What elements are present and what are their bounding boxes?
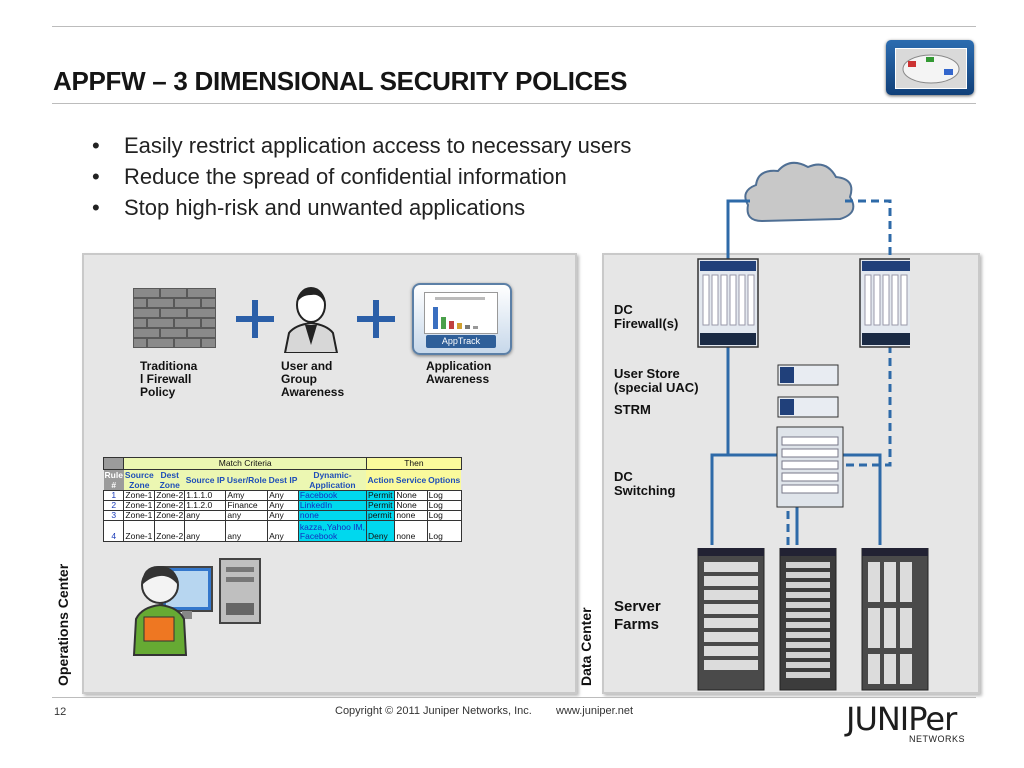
app-caption: Application Awareness: [426, 359, 492, 386]
bullet-item: •Stop high-risk and unwanted application…: [92, 195, 526, 220]
table-cell: any: [184, 510, 227, 521]
table-cell: Zone-1: [123, 490, 156, 501]
column-header: Service: [394, 469, 428, 491]
server-farms-label: Server Farms: [614, 598, 661, 633]
column-header: Source IP: [184, 469, 226, 491]
column-header: Options: [427, 469, 462, 491]
table-cell: Any: [267, 510, 299, 521]
user-icon: [283, 287, 339, 353]
strm-label: STRM: [614, 402, 651, 417]
table-cell: 4: [102, 520, 125, 542]
column-header: Source Zone: [123, 469, 155, 491]
table-cell: Permit: [365, 490, 396, 501]
operations-center-label: Operations Center: [55, 563, 71, 686]
dc-switching-label: DC Switching: [614, 469, 676, 498]
slide-title: APPFW – 3 DIMENSIONAL SECURITY POLICES: [53, 66, 628, 96]
table-cell: 1.1.2.0: [184, 500, 227, 511]
firewall-caption: Traditiona l Firewall Policy: [140, 359, 198, 399]
logo-networks: NETWORKS: [909, 734, 966, 744]
table-cell: kazza,,Yahoo IM, Facebook: [297, 520, 367, 542]
column-header: Dynamic- Application: [298, 469, 367, 491]
dc-firewall-icon: [697, 258, 759, 348]
bullet-list: •Easily restrict application access to n…: [92, 130, 631, 223]
then-header: Then: [365, 457, 462, 470]
user-store-label: User Store (special UAC): [614, 366, 699, 395]
table-cell: Any: [267, 490, 299, 501]
user-caption: User and Group Awareness: [281, 359, 345, 399]
table-cell: Permit: [365, 500, 396, 511]
page-number: 12: [54, 706, 67, 718]
footer-rule: [52, 697, 976, 698]
table-cell: Zone-2: [154, 500, 186, 511]
table-cell: Zone-2: [154, 490, 186, 501]
table-cell: 1.1.1.0: [184, 490, 227, 501]
column-header: Action: [366, 469, 395, 491]
column-header: User/Role: [225, 469, 268, 491]
table-cell: Deny: [365, 520, 396, 542]
firewall-brick-icon: [133, 288, 216, 348]
table-cell: any: [225, 520, 269, 542]
table-cell: Zone-2: [154, 510, 186, 521]
apptrack-icon: AppTrack: [412, 283, 512, 355]
copyright: Copyright © 2011 Juniper Networks, Inc.: [335, 705, 532, 717]
table-cell: Amy: [225, 490, 269, 501]
table-cell: none: [394, 520, 428, 542]
table-cell: Log: [426, 490, 462, 501]
plus-icon: [357, 300, 395, 338]
match-criteria-header: Match Criteria: [123, 457, 367, 470]
server-farm-racks: [697, 548, 929, 691]
table-cell: any: [184, 520, 227, 542]
dc-firewall-label: DC Firewall(s): [614, 302, 679, 331]
column-header: Rule #: [103, 469, 124, 491]
data-center-label: Data Center: [578, 607, 594, 686]
table-cell: none: [297, 510, 367, 521]
table-cell: permit: [365, 510, 396, 521]
operator-workstation-icon: [132, 558, 261, 656]
bullet-item: •Easily restrict application access to n…: [92, 133, 632, 158]
table-cell: None: [394, 490, 428, 501]
table-cell: 1: [102, 490, 125, 501]
column-header: Dest IP: [267, 469, 299, 491]
website-url: www.juniper.net: [556, 705, 634, 717]
top-rule: [52, 26, 976, 27]
apptrack-label: AppTrack: [426, 335, 496, 348]
table-cell: None: [394, 500, 428, 511]
table-cell: Zone-1: [123, 520, 156, 542]
cloud-thumbnail-image: [886, 40, 974, 95]
table-cell: 2: [102, 500, 125, 511]
table-cell: none: [394, 510, 428, 521]
dc-firewall-icon-2: [859, 258, 910, 348]
table-cell: Facebook: [297, 490, 367, 501]
table-cell: Zone-2: [154, 520, 186, 542]
table-cell: 3: [102, 510, 125, 521]
internet-cloud: [744, 161, 855, 223]
logo-wordmark: JUNIPer: [846, 700, 957, 738]
bullet-item: •Reduce the spread of confidential infor…: [92, 164, 567, 189]
table-cell: Any: [267, 520, 299, 542]
table-cell: any: [225, 510, 269, 521]
table-cell: LinkedIn: [297, 500, 367, 511]
table-cell: Log: [426, 500, 462, 511]
table-cell: Log: [426, 510, 462, 521]
juniper-logo: JUNIPer NETWORKS: [846, 700, 965, 744]
table-cell: Zone-1: [123, 500, 156, 511]
title-rule: [52, 103, 976, 104]
table-cell: Finance: [225, 500, 269, 511]
network-topology: [697, 161, 910, 545]
column-header: Dest Zone: [154, 469, 185, 491]
table-cell: Zone-1: [123, 510, 156, 521]
table-cell: Any: [267, 500, 299, 511]
table-cell: Log: [426, 520, 462, 542]
plus-icon: [236, 300, 274, 338]
